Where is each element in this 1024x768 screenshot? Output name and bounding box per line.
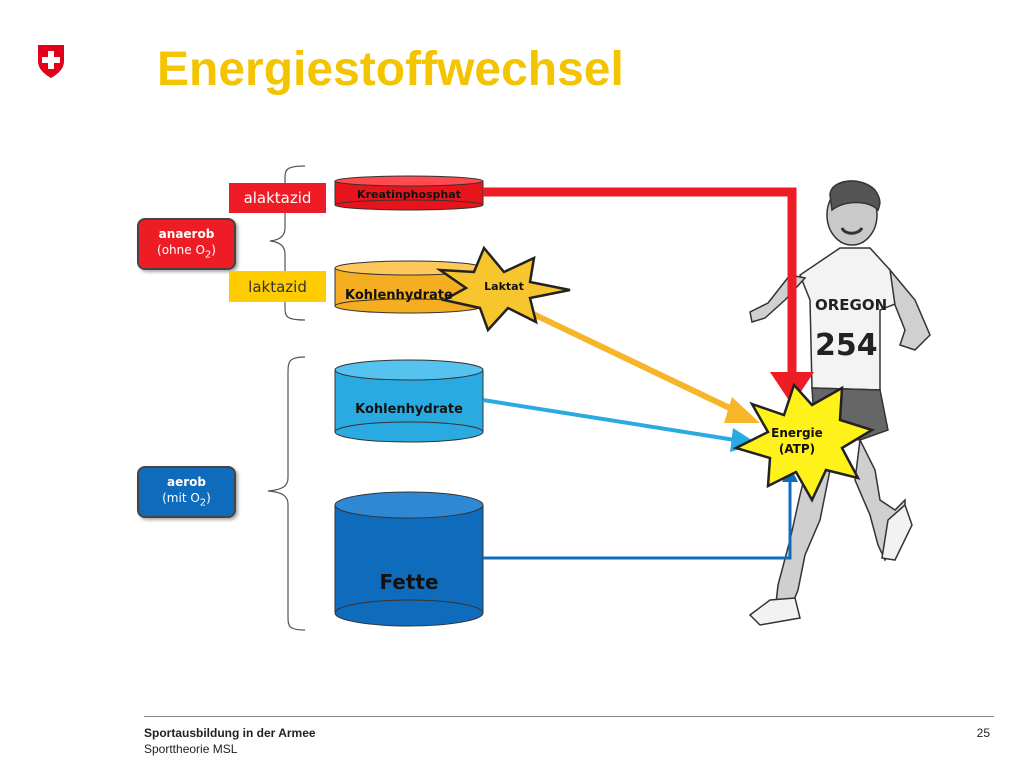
laktat-burst xyxy=(435,245,571,333)
anaerob-box: anaerob (ohne O2) xyxy=(137,218,236,270)
anaerob-subtitle: (ohne O2) xyxy=(157,242,216,260)
page-title: Energiestoffwechsel xyxy=(157,43,624,96)
energie-burst xyxy=(732,382,876,503)
energie-line2: (ATP) xyxy=(778,442,816,456)
cylinder-kohlenhydrate-aerob xyxy=(334,359,484,443)
cylinder-kreatinphosphat xyxy=(334,175,484,211)
laktazid-label: laktazid xyxy=(229,271,326,302)
footer-divider xyxy=(144,716,994,717)
laktat-label: Laktat xyxy=(484,279,524,293)
kreatinphosphat-label: Kreatinphosphat xyxy=(357,187,461,201)
fette-label: Fette xyxy=(379,570,439,594)
svg-text:254: 254 xyxy=(815,328,878,363)
svg-text:OREGON: OREGON xyxy=(815,296,887,314)
kohlenhydrate-aerob-label: Kohlenhydrate xyxy=(355,401,463,417)
swiss-coat-of-arms-logo xyxy=(38,45,64,78)
aerob-bracket xyxy=(267,356,306,631)
page-number: 25 xyxy=(976,726,990,740)
anaerob-title: anaerob xyxy=(158,227,215,241)
alaktazid-label: alaktazid xyxy=(229,183,326,213)
kohlenhydrate-anaerob-label: Kohlenhydrate xyxy=(345,287,453,303)
energie-line1: Energie xyxy=(771,426,823,441)
aerob-subtitle: (mit O2) xyxy=(162,490,211,508)
footer-subtitle: Sporttheorie MSL xyxy=(144,742,238,756)
anaerob-bracket xyxy=(269,165,306,321)
arrow-fette-darkblue xyxy=(483,466,798,560)
energie-label: Energie (ATP) xyxy=(762,424,832,460)
aerob-box: aerob (mit O2) xyxy=(137,466,236,518)
cylinder-fette xyxy=(334,491,484,627)
footer-organization: Sportausbildung in der Armee xyxy=(144,726,316,740)
aerob-title: aerob xyxy=(167,475,206,489)
arrow-kohlenhydrate-lightblue xyxy=(482,398,758,452)
